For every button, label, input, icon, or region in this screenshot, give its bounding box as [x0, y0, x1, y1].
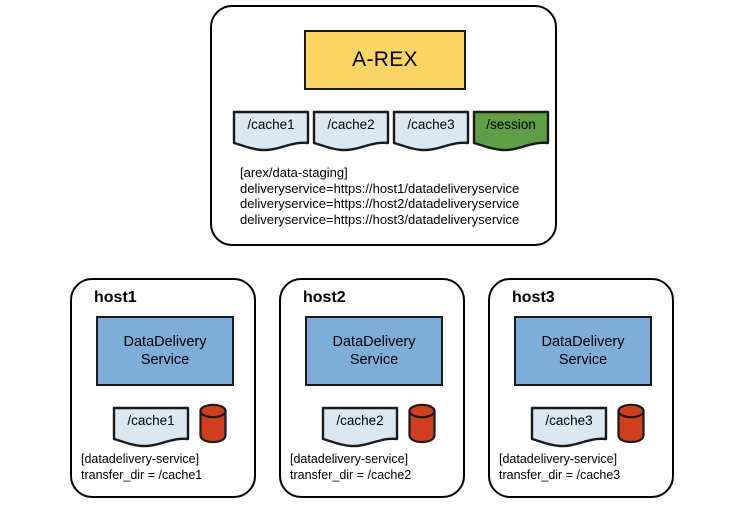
host-panel-host1: host1 DataDelivery Service /cache1 [data… — [70, 278, 256, 498]
host3-service-line1: DataDelivery — [541, 334, 625, 350]
session-document-shape[interactable]: /session — [472, 110, 550, 152]
document-icon — [321, 406, 399, 448]
arex-service-box[interactable]: A-REX — [304, 30, 466, 90]
host2-service-line1: DataDelivery — [332, 334, 416, 350]
host2-service-line2: Service — [349, 352, 399, 368]
host-panel-host2: host2 DataDelivery Service /cache2 [data… — [279, 278, 465, 498]
document-icon — [392, 110, 470, 152]
arex-config-text: [arex/data-staging] deliveryservice=http… — [240, 165, 520, 227]
document-icon — [312, 110, 390, 152]
database-cylinder-icon — [407, 402, 437, 444]
cache3-document-shape[interactable]: /cache3 — [392, 110, 470, 152]
host1-datadelivery-service-box[interactable]: DataDelivery Service — [96, 316, 234, 386]
host1-service-line2: Service — [140, 352, 190, 368]
document-icon — [232, 110, 310, 152]
host1-cache-document-shape[interactable]: /cache1 — [112, 406, 190, 448]
document-icon — [472, 110, 550, 152]
arex-panel: A-REX /cache1 /cache2 /cache3 /session — [210, 5, 557, 246]
host1-service-line1: DataDelivery — [123, 334, 207, 350]
host2-config-text: [datadelivery-service] transfer_dir = /c… — [290, 452, 412, 482]
cache1-document-shape[interactable]: /cache1 — [232, 110, 310, 152]
host2-datadelivery-service-box[interactable]: DataDelivery Service — [305, 316, 443, 386]
host3-config-text: [datadelivery-service] transfer_dir = /c… — [499, 452, 621, 482]
document-icon — [112, 406, 190, 448]
host1-title: host1 — [94, 289, 137, 306]
host3-service-line2: Service — [558, 352, 608, 368]
host3-datadelivery-service-box[interactable]: DataDelivery Service — [514, 316, 652, 386]
host3-cache-document-shape[interactable]: /cache3 — [530, 406, 608, 448]
document-icon — [530, 406, 608, 448]
host1-config-text: [datadelivery-service] transfer_dir = /c… — [81, 452, 203, 482]
host3-title: host3 — [512, 289, 555, 306]
cache2-document-shape[interactable]: /cache2 — [312, 110, 390, 152]
arex-service-label: A-REX — [352, 48, 418, 71]
database-cylinder-icon — [198, 402, 228, 444]
host2-cache-document-shape[interactable]: /cache2 — [321, 406, 399, 448]
database-cylinder-icon — [616, 402, 646, 444]
host-panel-host3: host3 DataDelivery Service /cache3 [data… — [488, 278, 674, 498]
host2-title: host2 — [303, 289, 346, 306]
